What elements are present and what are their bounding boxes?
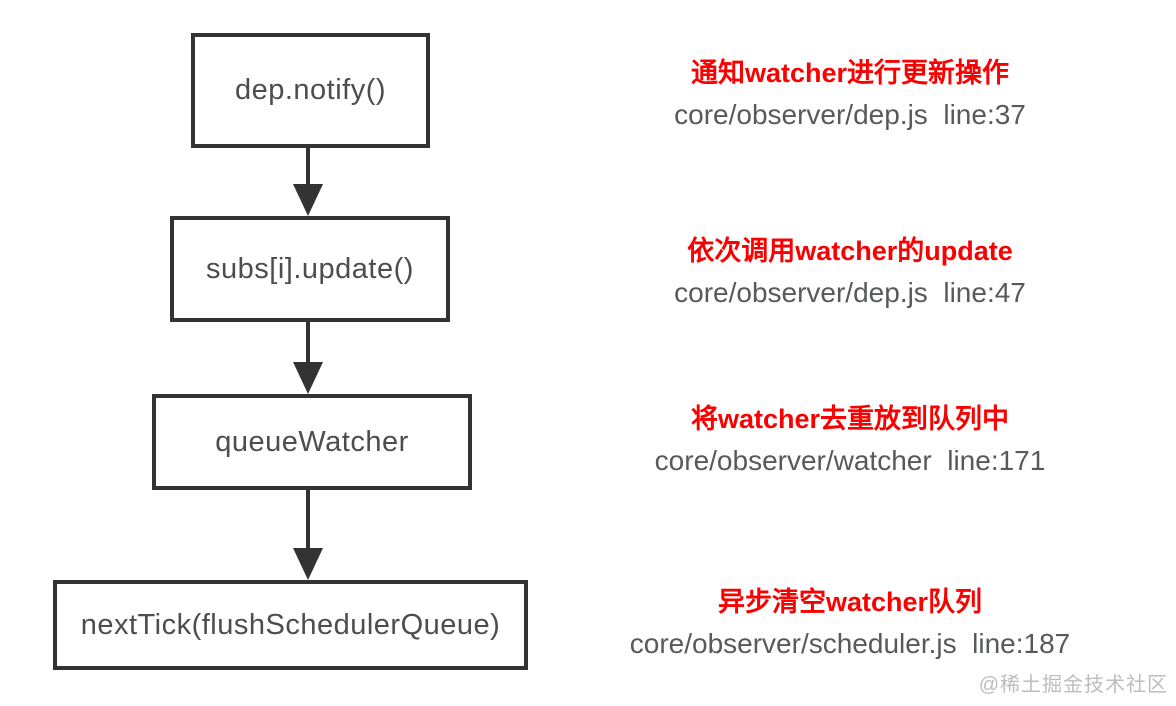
annotation-subs-update: 依次调用watcher的update core/observer/dep.js … [550,233,1150,311]
annotation-note: 通知watcher进行更新操作 [690,58,1010,88]
arrow-line [306,148,310,190]
arrow-line [306,490,310,554]
flow-node-subs-update: subs[i].update() [170,216,450,322]
annotation-next-tick: 异步清空watcher队列 core/observer/scheduler.js… [550,584,1150,662]
annotation-source: core/observer/watcher line:171 [654,445,1046,476]
annotation-queue-watcher: 将watcher去重放到队列中 core/observer/watcher li… [550,401,1150,479]
flow-node-next-tick: nextTick(flushSchedulerQueue) [53,580,528,670]
arrow-head [293,184,323,216]
annotation-source: core/observer/dep.js line:37 [674,99,1026,130]
arrow-line [306,322,310,368]
flow-node-label: dep.notify() [234,74,387,106]
flow-node-label: subs[i].update() [206,252,414,285]
flow-node-label: queueWatcher [215,425,409,458]
annotation-note: 异步清空watcher队列 [717,587,983,617]
annotation-source: core/observer/scheduler.js line:187 [629,628,1071,659]
arrow-head [293,548,323,580]
arrow-down-icon [292,322,324,394]
annotation-note: 将watcher去重放到队列中 [690,404,1010,434]
watermark: @稀土掘金技术社区 [978,674,1168,696]
arrow-down-icon [292,148,324,216]
flow-node-label: nextTick(flushSchedulerQueue) [80,608,501,641]
annotation-note: 依次调用watcher的update [687,236,1013,266]
flow-node-queue-watcher: queueWatcher [152,394,472,490]
annotation-dep-notify: 通知watcher进行更新操作 core/observer/dep.js lin… [550,55,1150,133]
flow-node-dep-notify: dep.notify() [191,33,430,148]
arrow-down-icon [292,490,324,580]
arrow-head [293,362,323,394]
annotation-source: core/observer/dep.js line:47 [674,277,1026,308]
